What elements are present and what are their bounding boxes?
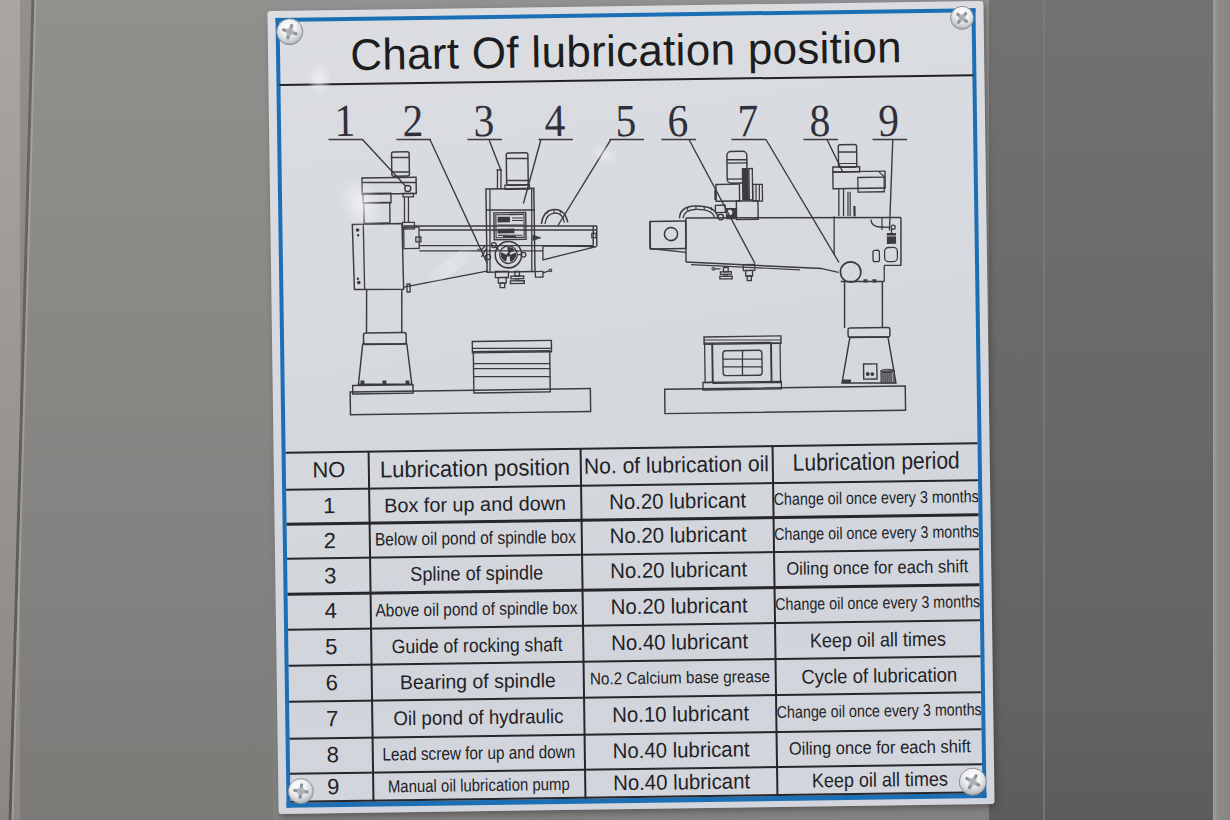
svg-text:7: 7 [737, 95, 758, 146]
svg-text:6: 6 [667, 95, 688, 146]
svg-text:3: 3 [473, 95, 494, 146]
svg-text:9: 9 [878, 95, 899, 146]
svg-text:2: 2 [402, 95, 423, 146]
svg-text:8: 8 [809, 95, 830, 146]
svg-text:5: 5 [615, 95, 636, 146]
svg-text:1: 1 [334, 95, 355, 146]
svg-text:4: 4 [544, 95, 566, 146]
